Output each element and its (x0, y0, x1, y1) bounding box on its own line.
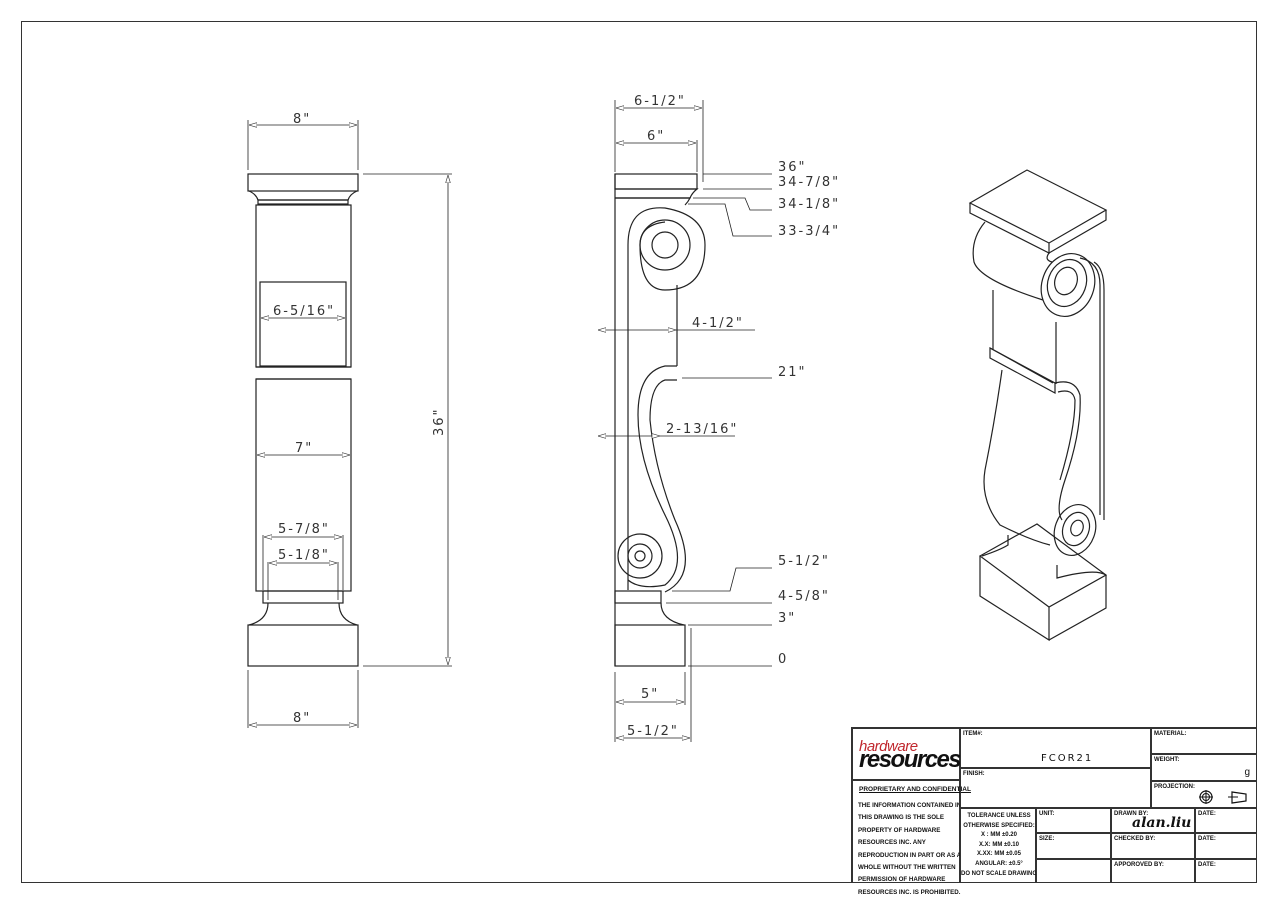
projection-cell: PROJECTION: (1151, 781, 1257, 808)
elev-1: 36" (778, 160, 807, 175)
dim-body-width: 7" (295, 441, 313, 456)
elev-5: 21" (778, 365, 807, 380)
item-cell: ITEM#: FCOR21 (960, 728, 1151, 768)
proprietary-text: THE INFORMATION CONTAINED IN THIS DRAWIN… (858, 802, 962, 896)
proprietary-title: PROPRIETARY AND CONFIDENTIAL (859, 786, 971, 793)
dim-scroll-upper: 4-1/2" (692, 316, 744, 331)
dim-top-depth-inner: 6" (647, 129, 665, 144)
elev-9: 0 (778, 652, 788, 667)
checked-by-cell: CHECKED BY: (1111, 833, 1195, 859)
dim-top-width: 8" (293, 112, 311, 127)
tolerance-cell: TOLERANCE UNLESS OTHERWISE SPECIFIED: X … (960, 808, 1037, 883)
dim-bottom-width: 8" (293, 711, 311, 726)
weight-cell: WEIGHT: g (1151, 754, 1257, 781)
proprietary-cell (852, 780, 960, 883)
logo-cell: hardware resources (852, 728, 962, 780)
elev-6: 5-1/2" (778, 554, 830, 569)
dim-neck-outer: 5-7/8" (278, 522, 330, 537)
tolerance-text: TOLERANCE UNLESS OTHERWISE SPECIFIED: X … (961, 813, 1037, 877)
date-cell-1: DATE: (1195, 808, 1257, 833)
dim-top-depth-outer: 6-1/2" (634, 94, 686, 109)
projection-symbol-icon (1199, 790, 1247, 804)
approved-by-cell: APPOROVED BY: (1111, 859, 1195, 883)
side-view (614, 173, 706, 667)
dim-inner-width: 6-5/16" (273, 304, 335, 319)
dim-base-depth-inner: 5" (641, 687, 659, 702)
date-cell-3: DATE: (1195, 859, 1257, 883)
elev-8: 3" (778, 611, 796, 626)
dim-overall-height: 36" (432, 407, 447, 436)
isometric-view (968, 169, 1108, 642)
item-number: FCOR21 (1041, 753, 1094, 764)
elev-7: 4-5/8" (778, 589, 830, 604)
elev-2: 34-7/8" (778, 175, 840, 190)
elev-3: 34-1/8" (778, 197, 840, 212)
finish-cell: FINISH: (960, 768, 1151, 808)
company-logo: hardware resources (859, 738, 962, 773)
date-cell-2: DATE: (1195, 833, 1257, 859)
dim-base-depth-outer: 5-1/2" (627, 724, 679, 739)
blank-cell (1036, 859, 1111, 883)
title-block: hardware resources PROPRIETARY AND CONFI… (851, 727, 1257, 896)
drawing-sheet-border (21, 21, 1257, 883)
dim-neck-inner: 5-1/8" (278, 548, 330, 563)
size-cell: SIZE: (1036, 833, 1111, 859)
dim-scroll-lower: 2-13/16" (666, 422, 738, 437)
elev-4: 33-3/4" (778, 224, 840, 239)
drawn-by-signature: alan.liu (1132, 815, 1192, 831)
unit-cell: UNIT: (1036, 808, 1111, 833)
front-view (247, 173, 359, 667)
drawn-by-cell: DRAWN BY: alan.liu (1111, 808, 1195, 833)
material-cell: MATERIAL: (1151, 728, 1257, 754)
weight-value: g (1244, 767, 1250, 778)
